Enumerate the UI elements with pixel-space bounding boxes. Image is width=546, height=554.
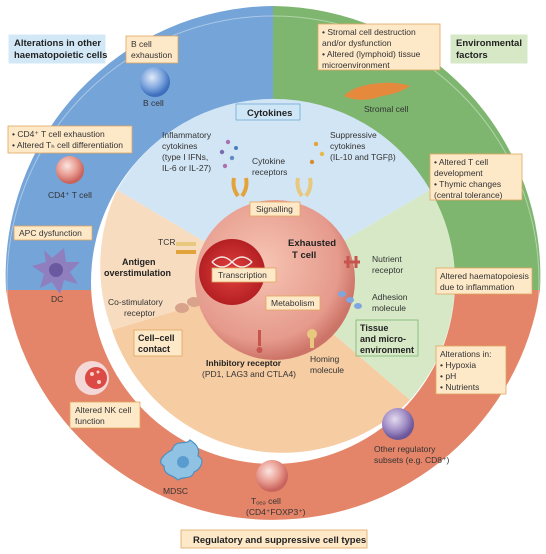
label-t-development: • Altered T cell development • Thymic ch… [434,157,503,200]
label-signalling: Signalling [256,204,293,214]
label-cd4-cell: CD4⁺ T cell [48,190,92,200]
box-nk-function [69,401,141,429]
label-cell-contact: Cell–cell contact [138,333,177,354]
label-cytokines: Cytokines [247,108,292,119]
label-metabolism: Metabolism [271,298,314,308]
label-nutrient-receptor: Nutrient receptor [372,254,404,275]
box-tissue-micro [355,319,419,357]
inhibitory-receptor-icon [256,330,263,353]
label-apc-dysfunction: APC dysfunction [19,228,82,238]
adhesion-molecule-icon [338,291,362,309]
box-t-development [429,153,523,201]
b-cell-icon [140,67,170,97]
inner-quadrant-antigen [100,190,273,330]
inflammatory-cytokine-dots [219,139,238,169]
label-b-cell: B cell [143,98,164,108]
title-regulatory: Regulatory and suppressive cell types [193,535,366,546]
label-treg: Tₒₑₔ cell (CD4⁺FOXP3⁺) [246,496,306,517]
costim-receptor-icon [175,297,201,313]
nutrient-receptor-icon [344,256,360,268]
label-alterations-in: Alterations in: • Hypoxia • pH • Nutrien… [440,349,494,392]
title-box-alterations-other [7,33,107,65]
label-adhesion-molecule: Adhesion molecule [372,292,410,313]
dendritic-cell-icon [32,248,80,294]
label-antigen-overstim: Antigen overstimulation [104,257,171,278]
box-signalling [249,201,301,217]
box-stromal [317,23,441,71]
label-other-regulatory: Other regulatory subsets (e.g. CD8⁺) [374,444,450,465]
box-apc-dysfunction [13,225,93,241]
treg-cell-icon [256,460,288,492]
label-stromal-box: • Stromal cell destruction and/or dysfun… [322,27,423,70]
other-regulatory-icon [382,408,414,440]
box-b-cell-exhaustion [125,35,179,64]
inner-quadrant-cytokines [117,98,430,282]
cytokine-receptor-icon-left [231,177,249,198]
mdsc-icon [160,439,203,481]
label-stromal-cell: Stromal cell [364,104,409,114]
stromal-cell-icon [344,82,410,100]
inner-quadrant-contact [112,282,410,453]
label-tcr: TCR [158,237,175,247]
label-b-cell-exhaustion: B cell exhaustion [131,39,172,60]
label-homing-molecule: Homing molecule [310,354,344,375]
box-alterations-in [435,345,507,395]
label-cd4-box: • CD4⁺ T cell exhaustion • Altered Tₕ ce… [12,129,123,150]
cd4-cell-icon [56,156,84,184]
dna-icon [211,256,253,268]
label-haematopoiesis: Altered haematopoiesis due to inflammati… [440,271,531,292]
title-alterations-other: Alterations in other haematopoietic cell… [14,38,107,61]
label-inflammatory: Inflammatory cytokines (type I IFNs, IL-… [162,130,214,173]
label-dc: DC [51,294,63,304]
title-box-environmental [449,33,529,65]
tcr-icon [176,242,196,254]
label-inhibitory-receptor: Inhibitory receptor (PD1, LAG3 and CTLA4… [202,358,296,379]
title-environmental: Environmental factors [456,38,525,61]
cytokine-receptor-icon-right [295,177,313,198]
homing-molecule-icon [307,329,317,348]
label-mdsc: MDSC [163,486,188,496]
box-cytokines [235,103,301,121]
label-exhausted-t-cell: Exhausted T cell [288,238,339,261]
box-transcription [211,267,277,283]
label-transcription: Transcription [218,270,267,280]
label-nk-function: Altered NK cell function [75,405,134,426]
box-cd4 [7,125,133,154]
label-costim: Co-stimulatory receptor [108,297,165,318]
label-tissue-micro: Tissue and micro- environment [360,323,414,355]
title-box-regulatory [180,529,368,549]
label-suppressive: Suppressive cytokines (IL-10 and TGFβ) [330,130,396,162]
label-cytokine-receptors: Cytokine receptors [252,156,287,177]
suppressive-cytokine-dots [309,141,325,165]
nk-cell-icon [75,361,109,395]
box-metabolism [265,295,321,311]
box-haematopoiesis [435,267,533,295]
box-cell-contact [133,329,183,357]
